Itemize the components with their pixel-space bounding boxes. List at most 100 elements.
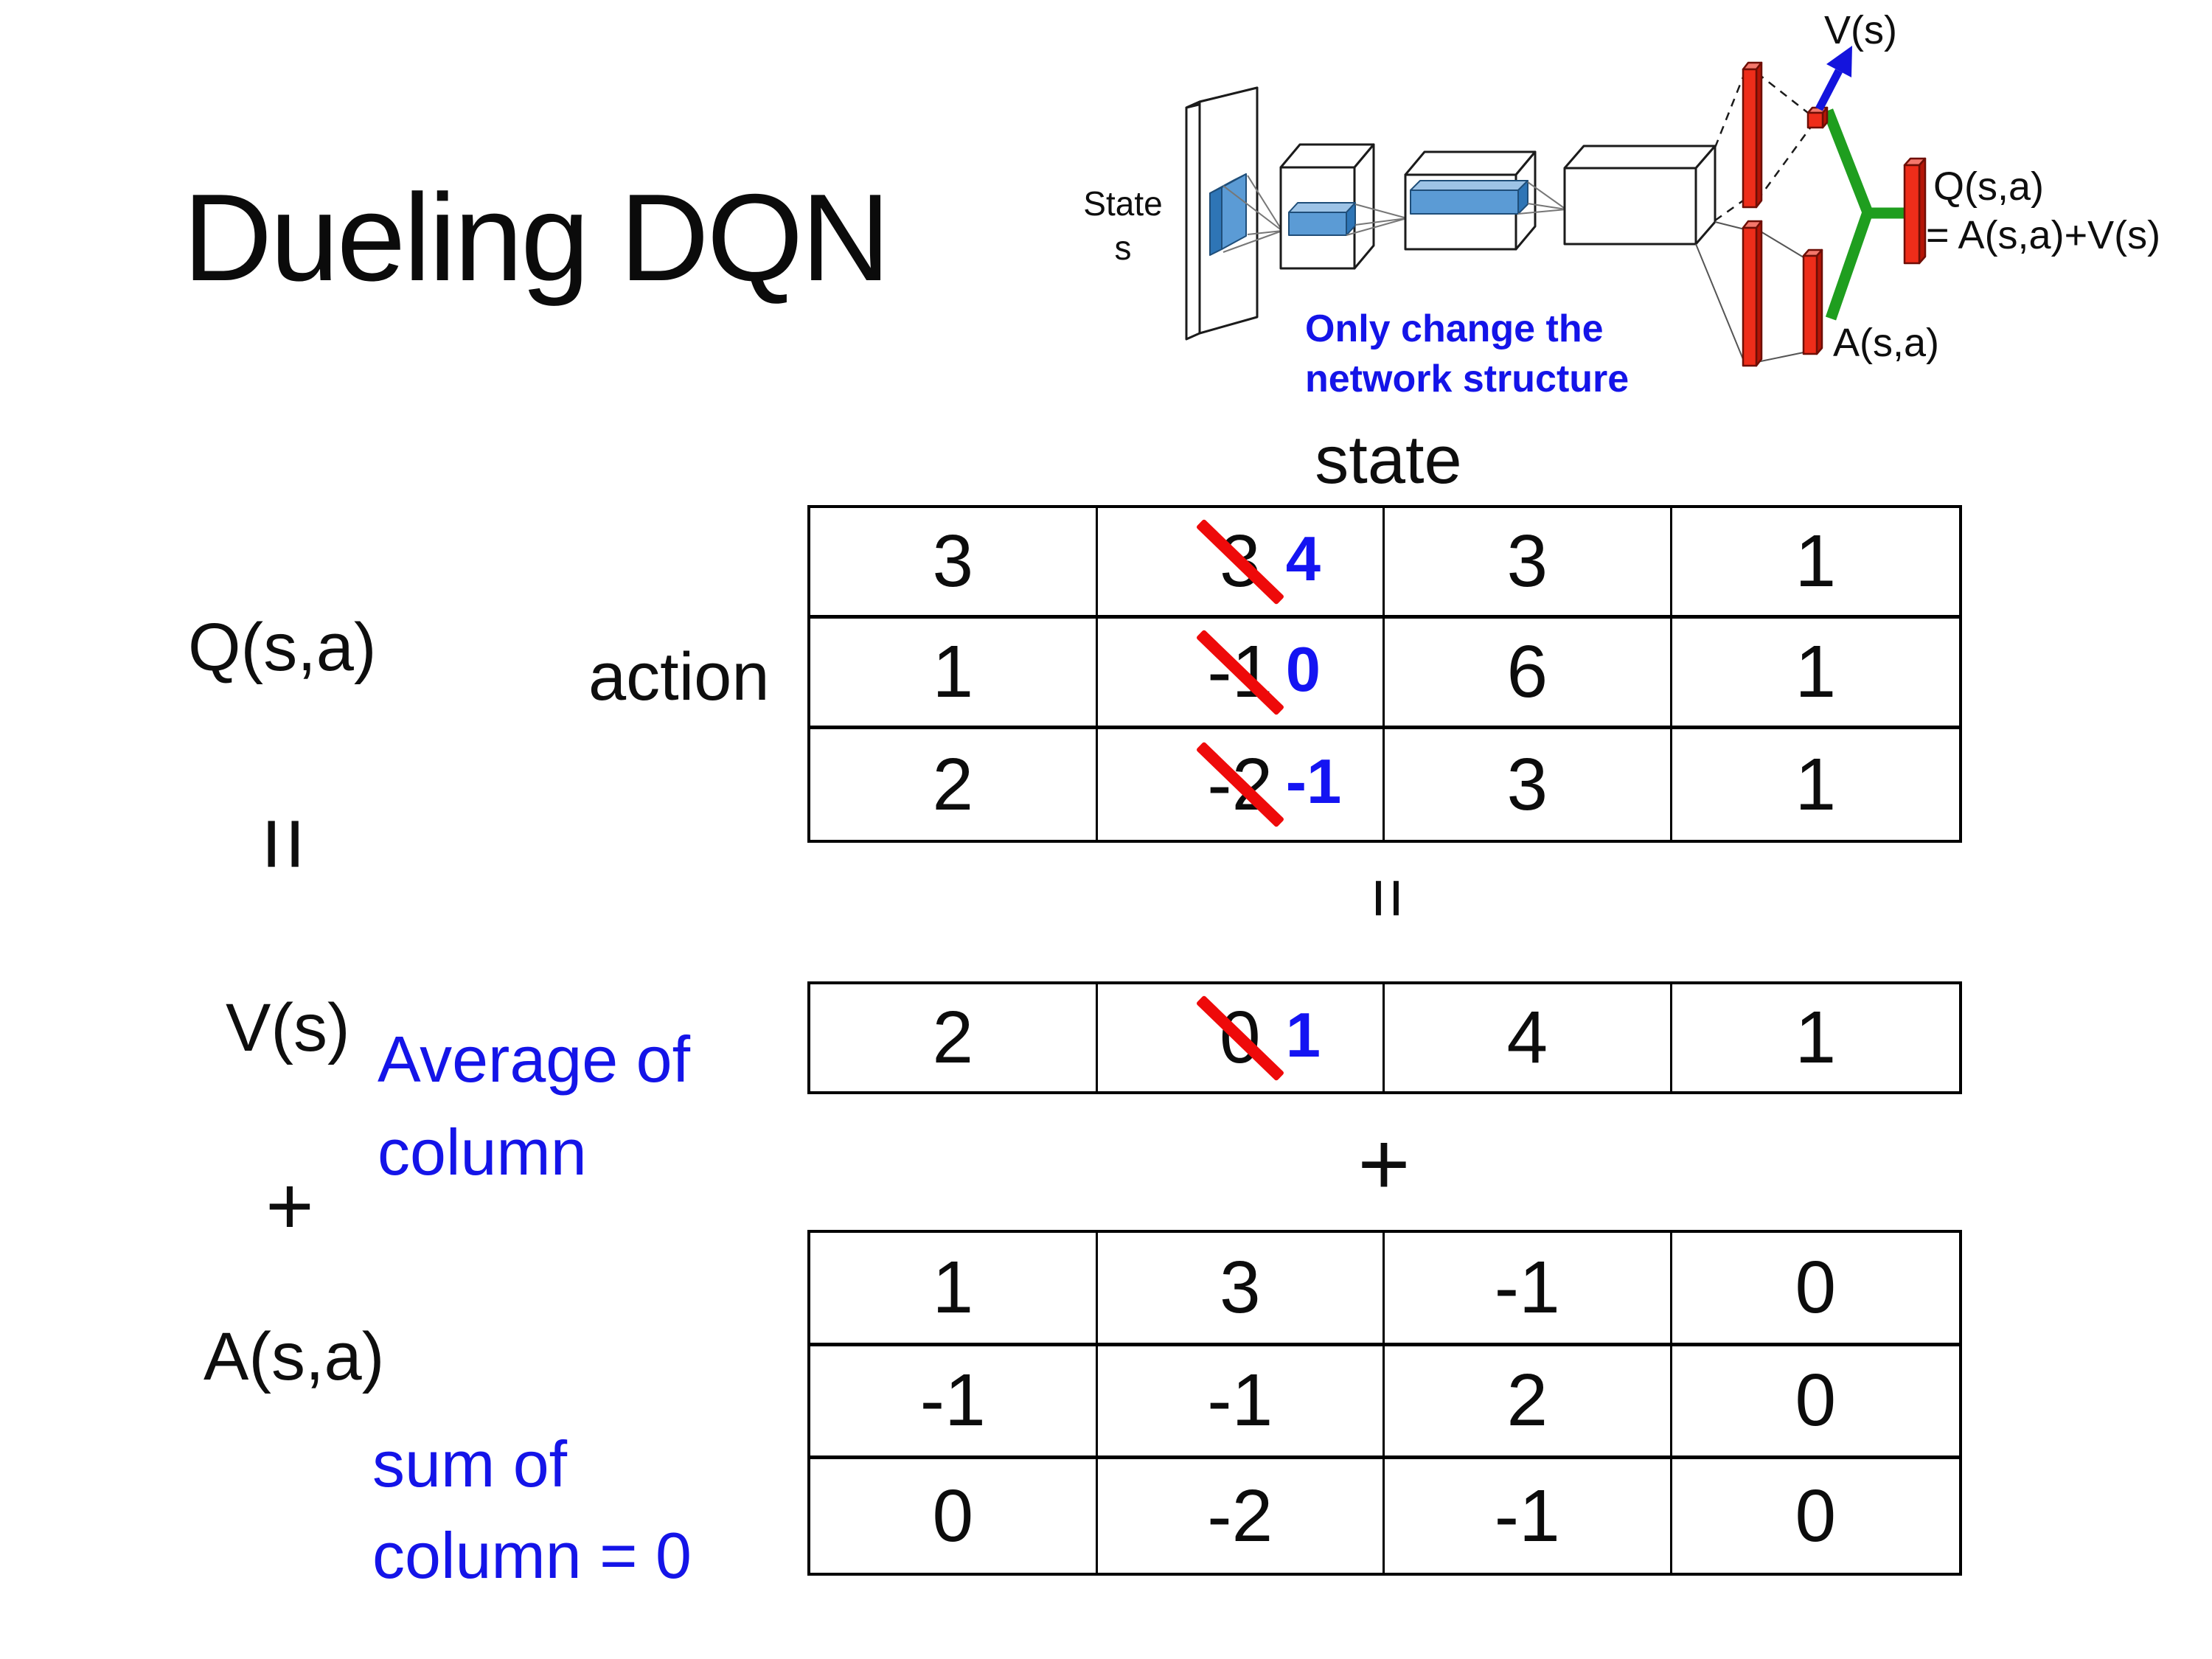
average-note-line2: column xyxy=(378,1116,587,1189)
solid-split-lines xyxy=(1695,221,1804,364)
q-cell-0-3: 1 xyxy=(1672,508,1959,619)
old-value: 0 xyxy=(1195,994,1284,1082)
a-cell-1-2: 2 xyxy=(1385,1346,1672,1460)
a-sa-label: A(s,a) xyxy=(204,1319,385,1394)
new-value-text: 1 xyxy=(1285,1000,1321,1071)
cell-value: 2 xyxy=(1506,1359,1548,1442)
a-cell-1-1: -1 xyxy=(1097,1346,1385,1460)
v-arrow xyxy=(1815,46,1852,111)
diagram-a-label: A(s,a) xyxy=(1833,321,1940,365)
network-diagram xyxy=(1185,46,1927,367)
new-value-text: -1 xyxy=(1285,747,1342,818)
diagram-note-line2: network structure xyxy=(1305,358,1630,400)
q-cell-0-1-crossed: 3 4 xyxy=(1097,508,1385,619)
v-s-label: V(s) xyxy=(226,990,350,1065)
v-cell-0: 2 xyxy=(810,984,1098,1091)
funnel-lines-1 xyxy=(1222,175,1283,253)
equals-left-glyph: = xyxy=(231,815,337,872)
diagram-state-line1: State xyxy=(1083,184,1163,223)
diagram-q-label: Q(s,a) xyxy=(1933,164,2045,209)
cell-value: -1 xyxy=(1494,1245,1560,1329)
cell-value: -2 xyxy=(1207,1474,1273,1557)
plus-mid-glyph: + xyxy=(1357,1113,1411,1214)
diagram-note-line1: Only change the xyxy=(1305,307,1604,350)
a-cell-1-0: -1 xyxy=(810,1346,1098,1460)
cell-value: 1 xyxy=(932,630,974,713)
equals-mid-glyph: = xyxy=(1349,877,1427,919)
old-value: 3 xyxy=(1195,518,1284,605)
q-cell-1-3: 1 xyxy=(1672,619,1959,729)
diagram-state-line2: s xyxy=(1114,229,1132,267)
a-cell-1-3: 0 xyxy=(1672,1346,1959,1460)
q-cell-1-1-crossed: -1 0 xyxy=(1097,619,1385,729)
q-sa-label: Q(s,a) xyxy=(188,610,377,685)
new-value-text: 4 xyxy=(1285,524,1321,594)
a-cell-0-1: 3 xyxy=(1097,1233,1385,1346)
average-note: Average of column xyxy=(378,1013,690,1199)
funnel-lines-2 xyxy=(1346,204,1408,236)
cell-value: 0 xyxy=(932,1474,974,1557)
slide-title: Dueling DQN xyxy=(183,168,891,307)
state-header: state xyxy=(1315,422,1462,498)
a-vector-node xyxy=(1802,248,1823,355)
cell-value: 0 xyxy=(1795,1245,1837,1329)
a-cell-2-0: 0 xyxy=(810,1459,1098,1573)
a-cell-2-2: -1 xyxy=(1385,1459,1672,1573)
v-cell-3: 1 xyxy=(1672,984,1960,1091)
q-cell-2-1-crossed: -2 -1 xyxy=(1098,729,1385,840)
green-merge-connector xyxy=(1823,108,1908,321)
cell-value: 6 xyxy=(1506,630,1548,713)
cell-value: 3 xyxy=(1506,742,1548,826)
cell-value: 0 xyxy=(1795,1474,1837,1557)
equals-left: = xyxy=(229,798,339,889)
v-cell-2: 4 xyxy=(1385,984,1672,1091)
a-table: 1 3 -1 0 -1 -1 2 0 0 -2 -1 0 xyxy=(807,1230,1962,1576)
diagram-note: Only change the network structure xyxy=(1305,304,1629,404)
a-cell-0-2: -1 xyxy=(1385,1233,1672,1346)
q-cell-0-0: 3 xyxy=(810,508,1098,619)
v-cell-1-crossed: 0 1 xyxy=(1098,984,1385,1091)
old-value: -2 xyxy=(1195,741,1284,828)
sum-note-line1: sum of xyxy=(372,1427,568,1500)
equals-mid: = xyxy=(1336,861,1439,935)
q-cell-1-0: 1 xyxy=(810,619,1098,729)
funnel-lines-3 xyxy=(1517,181,1567,215)
plus-mid: + xyxy=(1340,1113,1428,1214)
old-value: -1 xyxy=(1195,628,1284,716)
average-note-line1: Average of xyxy=(378,1023,691,1096)
q-cell-2-3: 1 xyxy=(1672,729,1960,840)
diagram-vs-label: V(s) xyxy=(1824,8,1897,52)
conv-filter-wedge xyxy=(1209,173,1247,256)
plus-left-glyph: + xyxy=(265,1159,314,1252)
feature-box-1 xyxy=(1288,202,1356,236)
q-output-bar xyxy=(1903,157,1927,265)
v-table: 2 0 1 4 1 xyxy=(807,981,1962,1094)
dashed-split-lines xyxy=(1714,71,1815,222)
q-cell-2-2: 3 xyxy=(1385,729,1672,840)
a-cell-2-3: 0 xyxy=(1672,1459,1960,1573)
cell-value: 1 xyxy=(932,1245,974,1329)
diagram-state-label: State s xyxy=(1068,181,1178,270)
new-value-text: 0 xyxy=(1285,634,1321,705)
fc-advantage-bar xyxy=(1742,220,1763,367)
a-cell-0-0: 1 xyxy=(810,1233,1098,1346)
v-scalar-node xyxy=(1806,106,1829,129)
cell-value: 3 xyxy=(932,520,974,602)
action-label: action xyxy=(588,639,770,714)
cell-value: -1 xyxy=(919,1359,986,1442)
q-cell-1-2: 6 xyxy=(1385,619,1672,729)
q-cell-2-0: 2 xyxy=(810,729,1098,840)
q-table: 3 3 4 3 1 1 -1 0 6 1 2 -2 -1 3 1 xyxy=(807,505,1962,843)
a-cell-0-3: 0 xyxy=(1672,1233,1959,1346)
cell-value: 1 xyxy=(1795,742,1837,826)
cell-value: 0 xyxy=(1795,1359,1837,1442)
plus-left: + xyxy=(249,1160,330,1252)
cell-value: 1 xyxy=(1795,630,1837,713)
diagram-q-formula: = A(s,a)+V(s) xyxy=(1926,213,2161,257)
cell-value: 3 xyxy=(1506,520,1548,602)
conv-box-3 xyxy=(1563,145,1717,246)
cell-value: -1 xyxy=(1207,1359,1273,1442)
cell-value: 2 xyxy=(932,996,974,1079)
